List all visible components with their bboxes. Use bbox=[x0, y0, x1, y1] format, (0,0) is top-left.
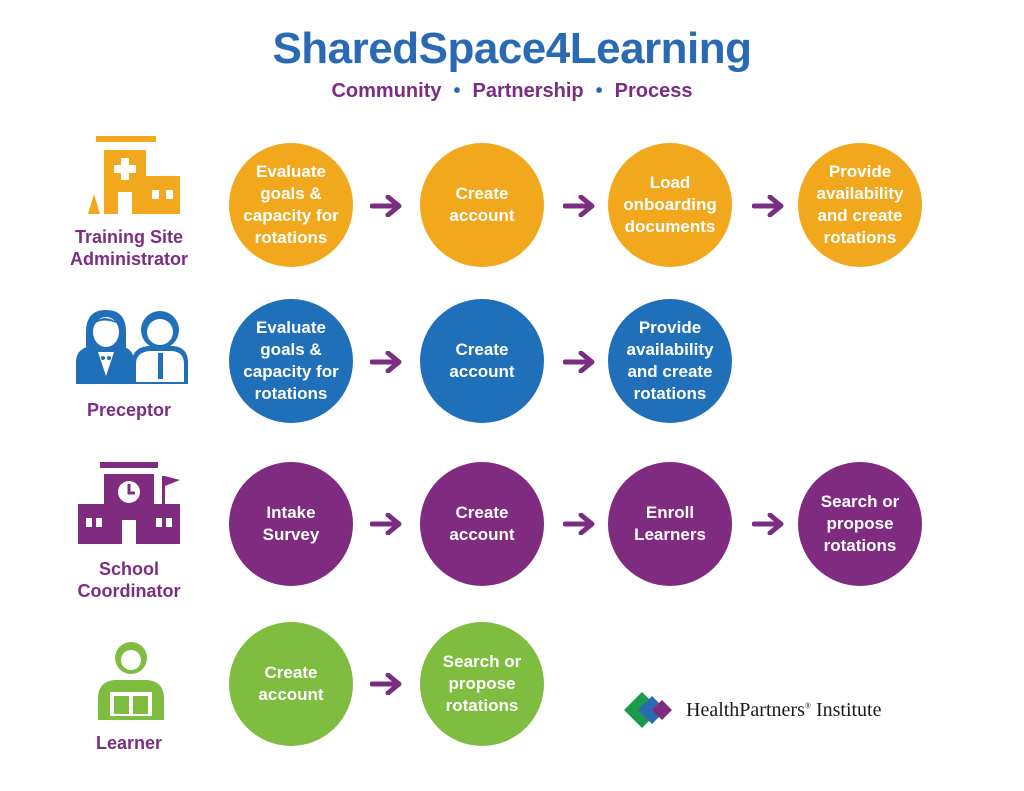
subtitle-dot: • bbox=[595, 80, 603, 102]
step-provide-availability: Provide availability and create rotation… bbox=[798, 143, 922, 267]
arrow-right-icon bbox=[752, 513, 784, 535]
step-intake-survey: Intake Survey bbox=[229, 462, 353, 586]
logo-text: HealthPartners® Institute bbox=[686, 699, 881, 722]
role-label-training-site-administrator: Training Site Administrator bbox=[54, 226, 204, 270]
logo-registered-mark: ® bbox=[804, 700, 811, 710]
step-create-account: Create account bbox=[420, 462, 544, 586]
healthpartners-logo: HealthPartners® Institute bbox=[624, 690, 881, 730]
logo-diamond-icon bbox=[624, 692, 672, 728]
step-search-or-propose: Search or propose rotations bbox=[798, 462, 922, 586]
logo-name: HealthPartners bbox=[686, 698, 805, 721]
people-icon bbox=[76, 310, 188, 384]
subtitle-process: Process bbox=[614, 80, 693, 102]
role-label-line: Coordinator bbox=[77, 581, 181, 601]
step-evaluate-goals: Evaluate goals & capacity for rotations bbox=[229, 299, 353, 423]
role-label-line: Preceptor bbox=[86, 400, 172, 420]
subtitle-partnership: Partnership bbox=[472, 80, 584, 102]
role-label-learner: Learner bbox=[54, 732, 204, 754]
page-title: SharedSpace4Learning bbox=[272, 24, 752, 73]
logo-suffix: Institute bbox=[810, 698, 882, 721]
step-create-account: Create account bbox=[420, 143, 544, 267]
arrow-right-icon bbox=[370, 513, 402, 535]
step-search-or-propose: Search or propose rotations bbox=[420, 622, 544, 746]
arrow-right-icon bbox=[370, 351, 402, 373]
arrow-right-icon bbox=[370, 195, 402, 217]
arrow-right-icon bbox=[563, 513, 595, 535]
arrow-right-icon bbox=[752, 195, 784, 217]
arrow-right-icon bbox=[370, 673, 402, 695]
step-create-account: Create account bbox=[420, 299, 544, 423]
school-icon bbox=[78, 462, 180, 544]
arrow-right-icon bbox=[563, 351, 595, 373]
subtitle-dot: • bbox=[453, 80, 461, 102]
role-label-school-coordinator: School Coordinator bbox=[54, 558, 204, 602]
step-load-onboarding: Load onboarding documents bbox=[608, 143, 732, 267]
role-label-line: Training Site bbox=[74, 227, 184, 247]
role-label-preceptor: Preceptor bbox=[54, 399, 204, 421]
step-provide-availability: Provide availability and create rotation… bbox=[608, 299, 732, 423]
role-label-line: Learner bbox=[95, 733, 163, 753]
hospital-icon bbox=[88, 136, 180, 214]
subtitle-community: Community bbox=[331, 80, 442, 102]
step-enroll-learners: Enroll Learners bbox=[608, 462, 732, 586]
learner-icon bbox=[98, 642, 164, 720]
step-create-account: Create account bbox=[229, 622, 353, 746]
arrow-right-icon bbox=[563, 195, 595, 217]
page-subtitle: Community • Partnership • Process bbox=[0, 80, 1024, 103]
role-label-line: School bbox=[98, 559, 159, 579]
role-label-line: Administrator bbox=[69, 249, 188, 269]
step-evaluate-goals: Evaluate goals & capacity for rotations bbox=[229, 143, 353, 267]
